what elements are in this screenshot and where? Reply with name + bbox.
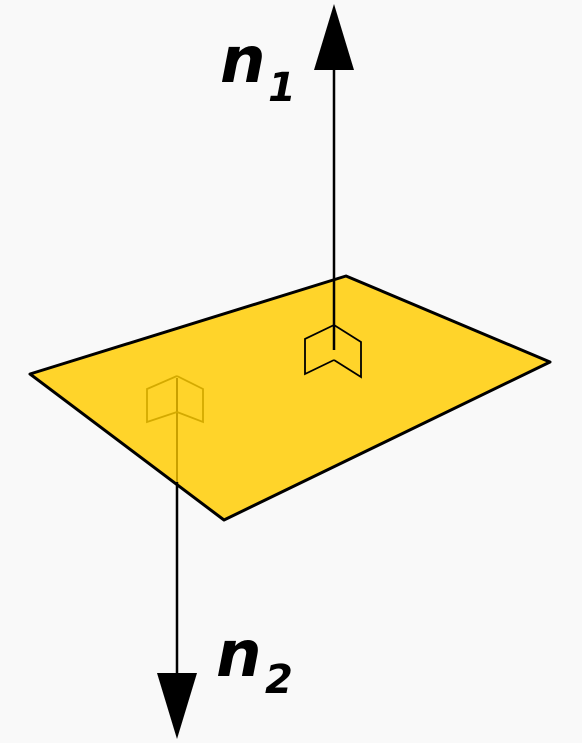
n2-subscript: 2 (265, 657, 293, 703)
n1-right-angle-marker (304, 324, 362, 379)
n2-arrowhead (157, 673, 197, 739)
n1-subscript: 1 (268, 65, 296, 111)
n2-right-angle-marker (146, 375, 204, 424)
n1-arrowhead (314, 4, 354, 70)
n1-label: n (220, 24, 266, 98)
n2-label: n (216, 618, 262, 692)
plane-surface (28, 274, 552, 522)
